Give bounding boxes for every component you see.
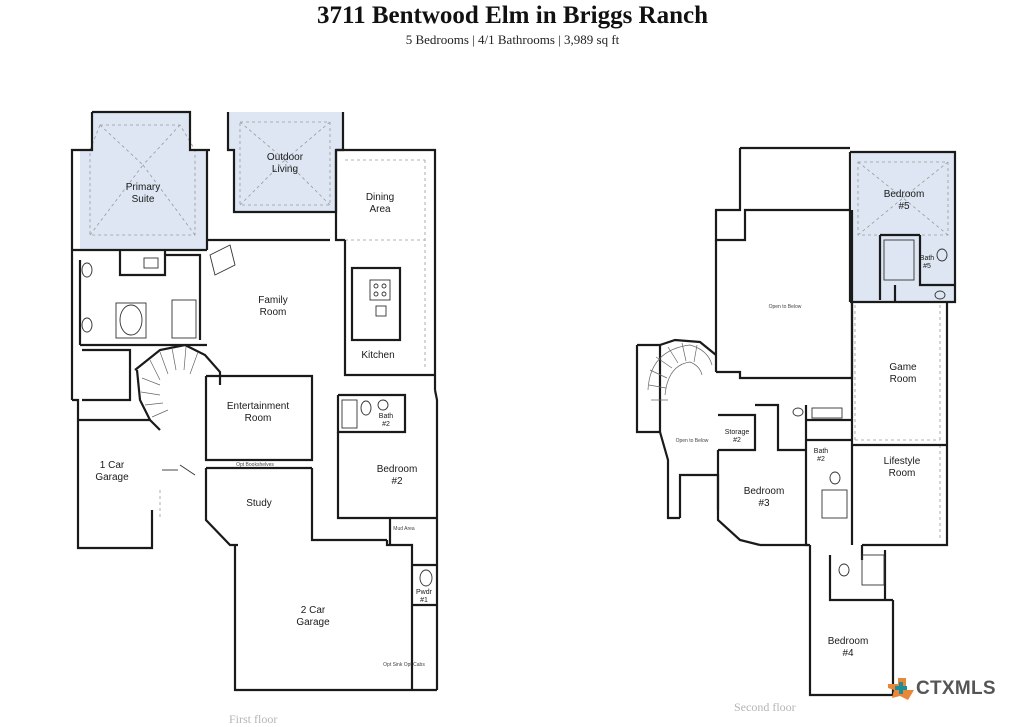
first-floor-highlights [80,112,343,250]
second-floor-fixtures [792,239,948,586]
room-label-opt-sink: Opt Sink Opt Cabs [383,662,425,668]
room-label-bedroom-2: Bedroom#2 [377,464,418,487]
room-label-kitchen: Kitchen [361,350,394,361]
ctxmls-logo-text: CTXMLS [916,678,996,699]
room-label-bedroom-5: Bedroom#5 [884,189,925,212]
second-floor-stair-treads [647,342,713,401]
room-label-bedroom-3: Bedroom#3 [744,486,785,509]
room-label-opt-bookshelves: Opt Bookshelves [236,462,274,468]
room-label-open-to-below-top: Open to Below [769,304,802,310]
listing-title: 3711 Bentwood Elm in Briggs Ranch [316,2,709,29]
room-label-bath-5: Bath#5 [920,255,935,270]
room-label-bath-2-upstairs: Bath#2 [814,448,829,463]
second-floor-walls [635,146,957,697]
room-label-bedroom-4: Bedroom#4 [828,636,869,659]
room-label-pwdr-1: Pwdr#1 [416,589,433,604]
second-floor-highlights [852,152,955,302]
room-label-study: Study [246,498,272,509]
first-floor-caption: First floor [229,712,278,726]
first-floor-walls [70,110,439,692]
ctxmls-logo: CTXMLS [886,676,996,702]
room-label-bath-2: Bath#2 [379,413,394,428]
first-floor-fixtures [81,244,433,587]
room-label-storage-2: Storage#2 [725,429,750,444]
ctxmls-texas-mark-icon [888,678,914,700]
second-floor-caption: Second floor [734,700,796,714]
second-floor-dashed-lines [854,161,949,540]
room-label-open-to-below-stair: Open to Below [676,438,709,444]
listing-subtitle: 5 Bedrooms | 4/1 Bathrooms | 3,989 sq ft [405,32,620,47]
first-floor-stair-treads [140,346,199,418]
room-label-mud-area: Mud Area [393,526,415,532]
